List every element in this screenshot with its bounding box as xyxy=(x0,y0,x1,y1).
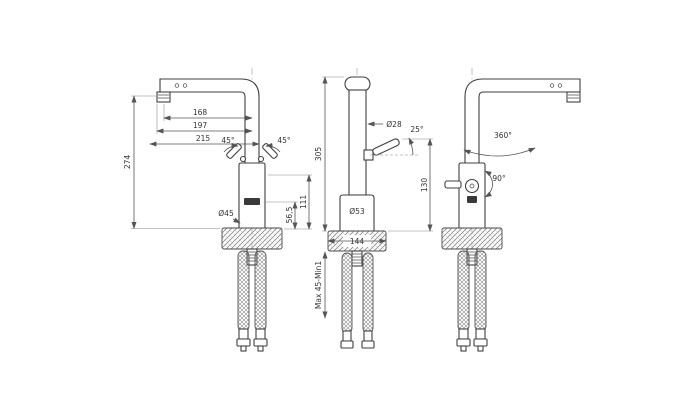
hose-fitting xyxy=(363,330,373,342)
dia-45-leader xyxy=(232,217,241,224)
left-side-view: 274 168 197 215 45° 45° Ø45 56,5 111 xyxy=(123,68,312,352)
handle-left xyxy=(226,143,242,159)
braided-hose xyxy=(341,252,353,334)
angle-25-label: 25° xyxy=(410,125,424,134)
hose-nut xyxy=(473,338,488,347)
dim-144-label: 144 xyxy=(350,237,365,246)
hose-nut xyxy=(340,340,354,349)
dim-130-label: 130 xyxy=(420,178,429,193)
brand-badge xyxy=(467,196,477,203)
mounting-base xyxy=(221,227,283,250)
angle-45-left-label: 45° xyxy=(221,136,235,145)
mounting-base xyxy=(441,227,503,250)
side-lever xyxy=(444,180,462,189)
hose-nut xyxy=(236,338,251,347)
hose-fitting xyxy=(255,328,266,340)
angle-25-arc xyxy=(408,137,414,156)
right-side-view: 360° 90° xyxy=(441,68,581,352)
dim-111-label: 111 xyxy=(299,195,308,210)
braided-hose xyxy=(254,250,267,332)
faucet-body xyxy=(458,162,486,229)
braided-hose xyxy=(362,252,374,334)
dia-28-label: Ø28 xyxy=(386,120,402,129)
front-view: 25° Ø53 Ø28 144 305 130 Max 45-Min1 xyxy=(314,68,433,349)
dim-197-label: 197 xyxy=(193,121,208,130)
braided-hose xyxy=(237,250,250,332)
dia-53-label: Ø53 xyxy=(349,207,365,216)
angle-45-left-arc xyxy=(223,142,239,153)
hose-nut xyxy=(361,340,375,349)
hose-fitting xyxy=(475,328,486,340)
spout-detail-hole xyxy=(174,83,180,88)
handle-joint-center xyxy=(469,183,475,189)
faucet-body xyxy=(238,162,266,229)
lever-swing-arc xyxy=(484,170,493,198)
aerator-tip xyxy=(566,91,581,103)
threaded-stud xyxy=(351,250,363,267)
brand-badge xyxy=(244,198,260,205)
hose-tip xyxy=(257,345,264,352)
spout-outline xyxy=(464,78,581,164)
spout-outline xyxy=(159,78,260,164)
aerator-tip xyxy=(156,91,171,103)
dim-56-5-label: 56,5 xyxy=(285,206,294,223)
hose-fitting xyxy=(342,330,352,342)
angle-45-right-label: 45° xyxy=(277,136,291,145)
handle-right xyxy=(262,143,278,159)
handle-knob xyxy=(239,155,247,163)
spout-cap xyxy=(344,76,371,92)
hose-tip xyxy=(477,345,484,352)
hose-fitting xyxy=(458,328,469,340)
spout-detail-hole xyxy=(182,83,188,88)
swivel-arrow xyxy=(463,147,536,157)
handle-knob xyxy=(257,155,265,163)
hose-tip xyxy=(240,345,247,352)
dia-45-label: Ø45 xyxy=(218,209,234,218)
spout-detail-hole xyxy=(557,83,563,88)
mounting-range-label: Max 45-Min1 xyxy=(314,261,323,309)
angle-45-right-arc xyxy=(265,142,281,153)
dim-215-label: 215 xyxy=(196,134,211,143)
dim-305-label: 305 xyxy=(314,147,323,162)
hose-nut xyxy=(456,338,471,347)
lever-handle xyxy=(372,138,400,156)
braided-hose xyxy=(457,250,470,332)
angle-360-label: 360° xyxy=(494,131,512,140)
hose-nut xyxy=(253,338,268,347)
hose-tip xyxy=(460,345,467,352)
spout-tube xyxy=(348,89,367,196)
dim-168-label: 168 xyxy=(193,108,208,117)
hose-fitting xyxy=(238,328,249,340)
braided-hose xyxy=(474,250,487,332)
angle-90-label: 90° xyxy=(492,174,506,183)
spout-detail-hole xyxy=(549,83,555,88)
dim-274-label: 274 xyxy=(123,155,132,170)
handle-joint xyxy=(464,178,480,194)
